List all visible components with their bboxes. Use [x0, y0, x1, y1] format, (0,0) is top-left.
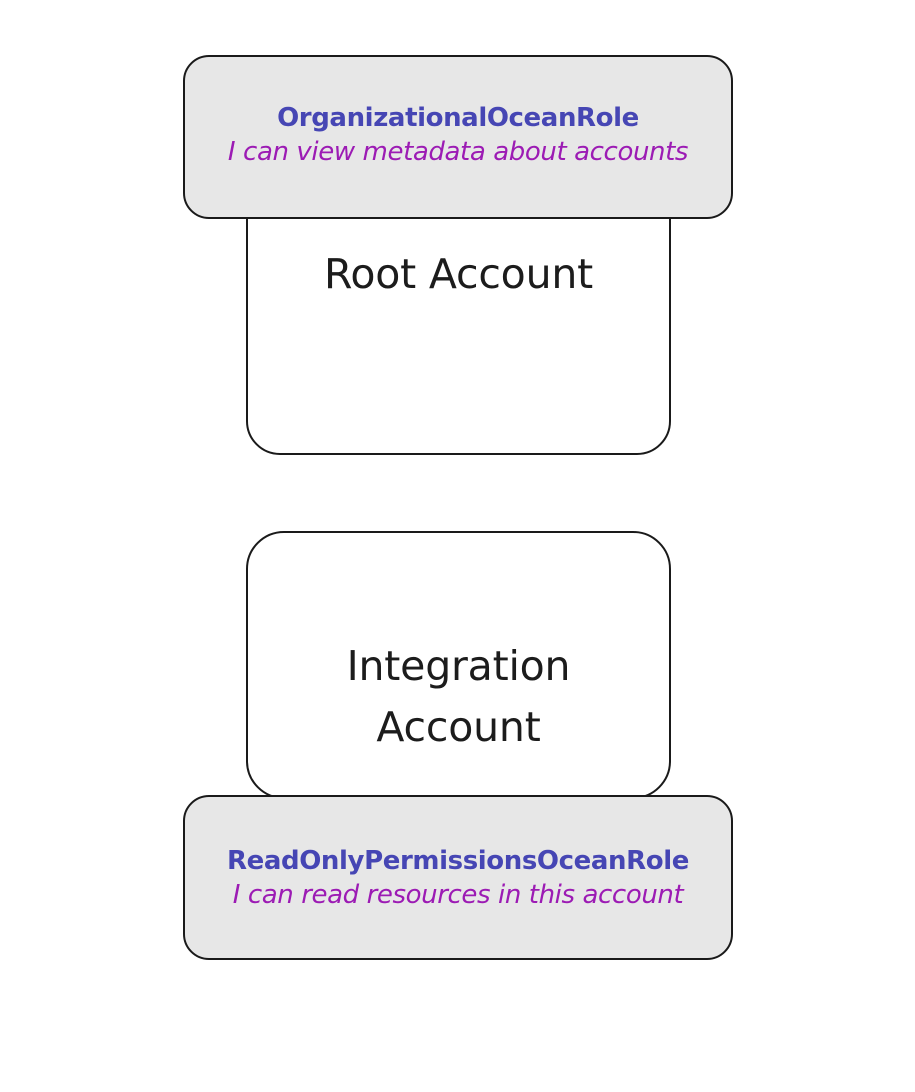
role-name-organizational-ocean-role: OrganizationalOceanRole [277, 103, 639, 133]
account-label-root: Root Account [323, 250, 594, 298]
role-description-readonly-permissions-ocean-role: I can read resources in this account [232, 880, 684, 910]
account-box-root[interactable]: Root Account [246, 180, 671, 455]
role-name-readonly-permissions-ocean-role: ReadOnlyPermissionsOceanRole [227, 846, 689, 876]
account-label-integration: Integration Account [346, 642, 571, 751]
role-description-organizational-ocean-role: I can view metadata about accounts [227, 137, 689, 167]
role-box-readonly-permissions-ocean-role[interactable]: ReadOnlyPermissionsOceanRole I can read … [183, 795, 733, 960]
account-box-integration[interactable]: Integration Account [246, 531, 671, 799]
role-box-organizational-ocean-role[interactable]: OrganizationalOceanRole I can view metad… [183, 55, 733, 219]
